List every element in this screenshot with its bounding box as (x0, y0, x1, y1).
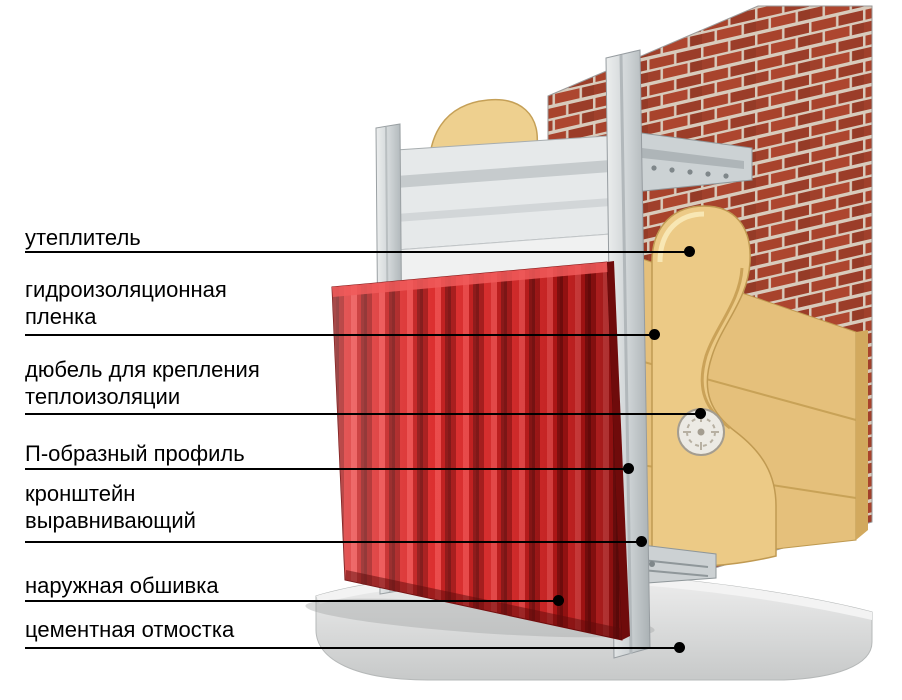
leader-line-dowel (25, 413, 701, 415)
leader-line-outer-cladding (25, 600, 559, 602)
callout-dot-leveling-bracket (636, 536, 647, 547)
label-cement-blind-area: цементная отмостка (25, 617, 235, 642)
leader-line-leveling-bracket (25, 541, 642, 543)
leader-line-insulation (25, 251, 689, 253)
label-waterproof-film: гидроизоляционная пленка (25, 277, 227, 329)
callout-dot-insulation (684, 246, 695, 257)
leader-line-u-profile (25, 468, 629, 470)
label-u-profile: П-образный профиль (25, 441, 245, 466)
leader-line-cement-blind-area (25, 647, 680, 649)
callout-dot-outer-cladding (553, 595, 564, 606)
label-leveling-bracket: кронштейн выравнивающий (25, 481, 196, 533)
top-rail (395, 133, 639, 251)
leader-line-waterproof-film (25, 334, 655, 336)
label-outer-cladding: наружная обшивка (25, 573, 219, 598)
wall-bracket (633, 131, 753, 193)
cladding-panel (331, 261, 630, 641)
callout-dot-waterproof-film (649, 329, 660, 340)
label-insulation: утеплитель (25, 225, 141, 250)
callout-dot-u-profile (623, 463, 634, 474)
label-dowel: дюбель для крепления теплоизоляции (25, 357, 260, 409)
callout-dot-dowel (695, 408, 706, 419)
callout-dot-cement-blind-area (674, 642, 685, 653)
